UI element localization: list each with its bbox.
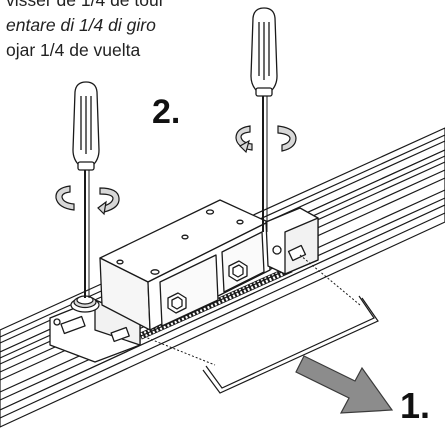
rotate-arrow-right [235, 125, 297, 154]
caption-spanish: ojar 1/4 de vuelta [6, 40, 141, 60]
caption-italian: entare di 1/4 di giro [6, 15, 156, 35]
adjusting-screw-left [70, 295, 100, 313]
step-1-label: 1. [400, 385, 431, 426]
toothed-belt [139, 265, 293, 340]
pull-arrow [295, 355, 394, 414]
screwdriver-left [72, 81, 100, 298]
gauge-strip [202, 295, 379, 394]
rotate-arrow-left [55, 185, 120, 216]
step-2-label: 2. [152, 93, 181, 131]
carriage [49, 199, 319, 363]
guide-lines [139, 254, 361, 366]
caption-french: visser de 1/4 de tour [6, 0, 165, 10]
screwdriver-right [250, 7, 278, 232]
